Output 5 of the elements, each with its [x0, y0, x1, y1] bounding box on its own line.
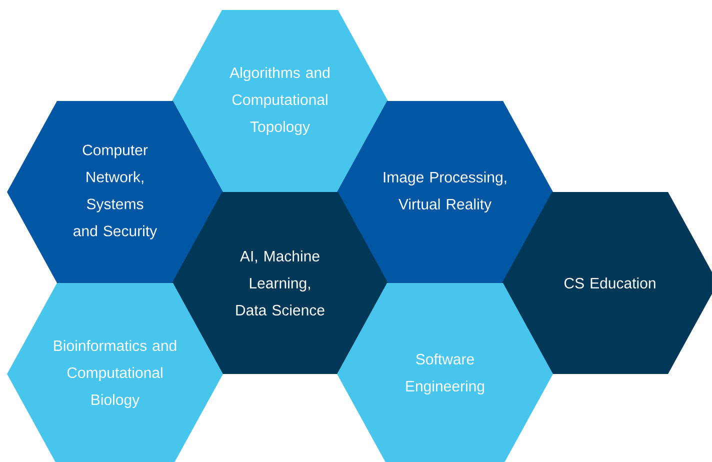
- hexagon: CS Education: [502, 192, 712, 374]
- hexagon: Software Engineering: [337, 283, 553, 462]
- hexagon: Image Processing, Virtual Reality: [337, 101, 553, 283]
- hexagon: Computer Network, Systems and Security: [7, 101, 223, 283]
- hexagon: Bioinformatics and Computational Biology: [7, 283, 223, 462]
